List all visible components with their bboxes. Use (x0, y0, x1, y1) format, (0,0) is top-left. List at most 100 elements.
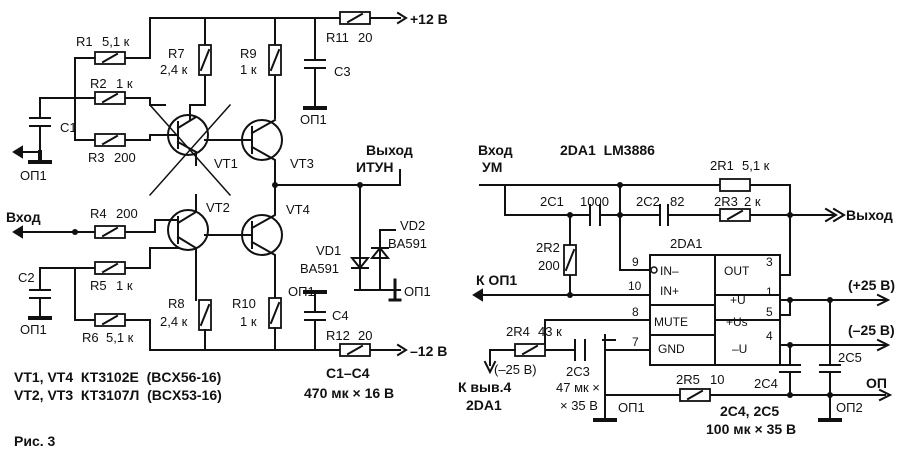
note-2c-rating: 100 мк × 35 В (706, 421, 796, 437)
label-r12: R12 (326, 328, 350, 343)
label-r3-value: 200 (114, 150, 136, 165)
label-kvyv-1: К выв.4 (458, 379, 511, 395)
note-vt2-vt3: VT2, VT3 КТ3107Л (BCX53-16) (14, 387, 222, 403)
figure-caption: Рис. 3 (14, 433, 56, 449)
label-op1-c3: ОП1 (300, 112, 327, 127)
label-op2-right: ОП2 (836, 400, 863, 415)
pin-num-1: 1 (766, 285, 773, 299)
label-r7-value: 2,4 к (160, 62, 188, 77)
label-chip: 2DA1 (670, 236, 703, 251)
label-2c2-value: 82 (670, 194, 684, 209)
label-r4-value: 200 (116, 206, 138, 221)
pin-minus-u: –U (732, 342, 747, 356)
pin-mute: MUTE (654, 315, 688, 329)
label-amp-output: Выход (846, 207, 893, 223)
label-r9: R9 (240, 46, 257, 61)
label-r11: R11 (326, 30, 349, 45)
label-2r3: 2R3 (714, 194, 738, 209)
label-2r5-value: 10 (710, 372, 724, 387)
label-r1-value: 5,1 к (102, 34, 130, 49)
label-op: ОП (866, 375, 887, 391)
label-neg25-2r4: (–25 В) (494, 362, 537, 377)
label-r8: R8 (168, 296, 185, 311)
label-2c3: 2C3 (566, 364, 590, 379)
resistor-2r1 (719, 178, 751, 192)
label-op1-right: ОП1 (618, 400, 645, 415)
label-r1: R1 (76, 34, 93, 49)
label-2r4: 2R4 (506, 324, 530, 339)
note-2c4-2c5: 2C4, 2C5 (720, 403, 779, 419)
pin-in-minus: IN– (660, 264, 679, 278)
pin-num-10: 10 (628, 279, 642, 293)
label-r2: R2 (90, 76, 107, 91)
label-r10: R10 (232, 296, 256, 311)
label-output-2: ИТУН (356, 159, 393, 175)
label-vt4: VT4 (286, 202, 310, 217)
label-2c1-value: 1000 (580, 194, 609, 209)
label-2r1-value: 5,1 к (742, 158, 770, 173)
label-r9-value: 1 к (240, 62, 257, 77)
label-c4: C4 (332, 308, 349, 323)
label-2r5: 2R5 (676, 372, 700, 387)
pin-gnd: GND (658, 342, 685, 356)
label-2c3-value-1: 47 мк × (556, 380, 600, 395)
pin-num-3: 3 (766, 255, 773, 269)
note-c-rating: 470 мк × 16 В (304, 385, 394, 401)
pin-in-plus: IN+ (660, 284, 679, 298)
label-op1-c4: ОП1 (288, 284, 315, 299)
label-r11-value: 20 (358, 30, 372, 45)
label-2r4-value: 43 к (538, 324, 562, 339)
left-schematic (12, 11, 408, 357)
label-op1-diodes: ОП1 (404, 284, 431, 299)
label-vd2: VD2 (400, 218, 425, 233)
label-c2: C2 (18, 270, 35, 285)
label-vd2-value: BA591 (388, 236, 427, 251)
note-c1-c4: С1–С4 (326, 365, 370, 381)
label-kvyv-2: 2DA1 (466, 397, 502, 413)
label-pos-supply: +12 В (410, 11, 448, 27)
pin-num-8: 8 (632, 305, 639, 319)
label-r2-value: 1 к (116, 76, 133, 91)
label-r6: R6 (82, 330, 99, 345)
label-vt3: VT3 (290, 156, 314, 171)
label-output-1: Выход (366, 142, 413, 158)
label-r5: R5 (90, 278, 107, 293)
label-neg-supply: –12 В (410, 343, 447, 359)
label-amp-input-2: УМ (482, 159, 502, 175)
label-r5-value: 1 к (116, 278, 133, 293)
label-pos25: (+25 В) (848, 277, 895, 293)
label-2c1: 2C1 (540, 194, 564, 209)
pin-num-7: 7 (632, 335, 639, 349)
pin-plus-u: +U (730, 293, 746, 307)
label-r7: R7 (168, 46, 185, 61)
label-amp-input-1: Вход (478, 142, 513, 158)
label-2r2-value: 200 (538, 258, 560, 273)
label-2r3-value: 2 к (744, 194, 761, 209)
transistor-vt2 (167, 209, 209, 251)
label-vd1-value: BA591 (300, 261, 339, 276)
label-k-op1: К ОП1 (476, 272, 517, 288)
right-schematic (472, 178, 893, 422)
label-2c3-value-2: × 35 В (560, 398, 598, 413)
label-2c4: 2C4 (754, 376, 778, 391)
label-c3: C3 (334, 64, 351, 79)
label-neg25: (–25 В) (848, 322, 895, 338)
label-2r1: 2R1 (710, 158, 734, 173)
pin-num-5: 5 (766, 305, 773, 319)
label-right-title: 2DA1 LM3886 (560, 142, 655, 158)
pin-out: OUT (724, 264, 750, 278)
label-input: Вход (6, 209, 41, 225)
label-vt1: VT1 (214, 156, 238, 171)
pin-num-9: 9 (632, 255, 639, 269)
label-c1: C1 (60, 120, 77, 135)
label-r4: R4 (90, 206, 107, 221)
label-2r2: 2R2 (536, 240, 560, 255)
label-2c2: 2C2 (636, 194, 660, 209)
label-vt2: VT2 (206, 200, 230, 215)
label-vd1: VD1 (316, 243, 341, 258)
pin-plus-us: +Us (726, 315, 748, 329)
label-op1-c2: ОП1 (20, 322, 47, 337)
note-vt1-vt4: VT1, VT4 КТ3102Е (BCX56-16) (14, 369, 221, 385)
label-2c5: 2C5 (838, 350, 862, 365)
